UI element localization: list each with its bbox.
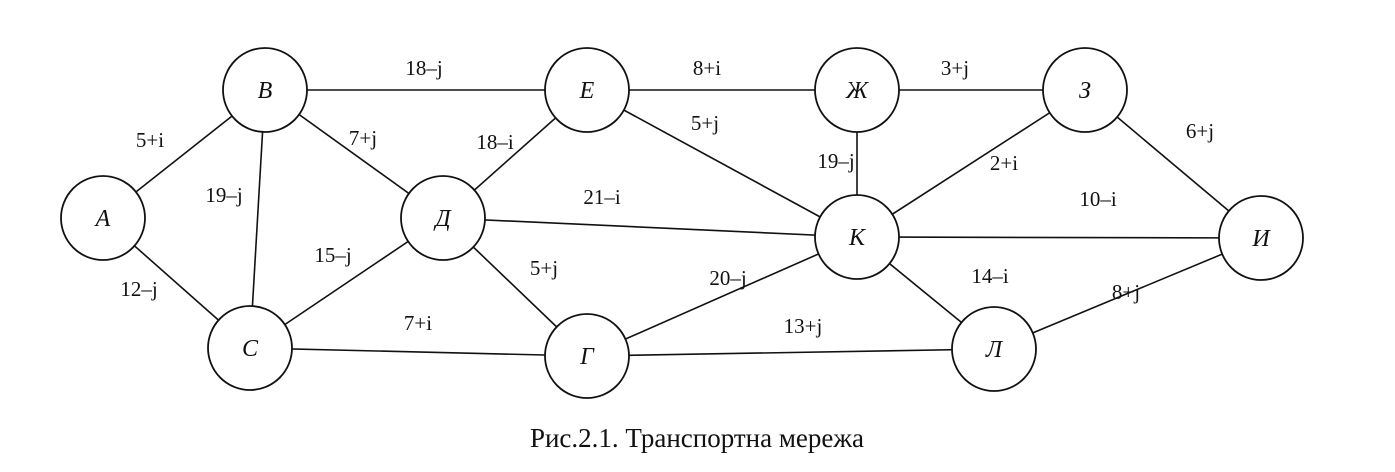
edge-g-k: [586, 236, 858, 357]
node-label: Г: [579, 344, 595, 370]
edge-label-d-g: 5+j: [530, 256, 558, 280]
node-i: И: [1218, 195, 1304, 281]
figure-caption: Рис.2.1. Транспортна мережа: [530, 423, 864, 453]
node-label: Ж: [845, 78, 869, 104]
node-circle: [60, 175, 146, 261]
edge-k-i: [856, 236, 1262, 239]
edge-label-d-k: 21–i: [583, 185, 621, 209]
edge-label-a-b: 5+i: [136, 128, 164, 152]
edge-label-b-e: 18–j: [405, 56, 442, 80]
node-circle: [1042, 47, 1128, 133]
node-g: Г: [544, 313, 630, 399]
node-circle: [222, 47, 308, 133]
node-e: E: [544, 47, 630, 133]
node-z: З: [1042, 47, 1128, 133]
edge-g-l: [586, 348, 995, 357]
node-label: E: [579, 78, 595, 104]
node-a: A: [60, 175, 146, 261]
node-label: К: [848, 225, 867, 251]
edge-label-c-g: 7+i: [404, 311, 432, 335]
edge-label-a-c: 12–j: [120, 277, 157, 301]
nodes-layer: A B C Д E Г Ж К З И Л: [60, 47, 1304, 399]
node-circle: [400, 175, 486, 261]
edge-label-e-zh: 8+i: [693, 56, 721, 80]
node-b: B: [222, 47, 308, 133]
edge-label-b-c: 19–j: [205, 183, 242, 207]
node-label: Д: [433, 206, 452, 232]
edge-label-z-k: 2+i: [990, 151, 1018, 175]
edge-label-l-i: 8+j: [1112, 280, 1140, 304]
node-label: B: [258, 78, 273, 104]
edge-label-k-l: 14–i: [971, 264, 1009, 288]
edge-label-g-l: 13+j: [784, 314, 823, 338]
edge-c-g: [249, 347, 588, 357]
node-d: Д: [400, 175, 486, 261]
node-circle: [544, 313, 630, 399]
edge-label-d-e: 18–i: [476, 130, 514, 154]
node-zh: Ж: [814, 47, 900, 133]
edge-labels-layer: 5+i 12–j 19–j 18–j 7+j 15–j 7+i 18–i 21–i 5+j 8+i 5…: [120, 56, 1214, 338]
node-circle: [207, 305, 293, 391]
node-label: Л: [985, 337, 1004, 363]
edge-b-c: [249, 89, 266, 349]
node-circle: [814, 47, 900, 133]
edge-l-i: [993, 237, 1262, 350]
node-label: C: [242, 336, 259, 362]
edge-label-k-i: 10–i: [1079, 187, 1117, 211]
node-label: A: [94, 206, 111, 232]
node-label: З: [1079, 78, 1091, 104]
edge-label-zh-k: 19–j: [817, 149, 854, 173]
node-circle: [814, 194, 900, 280]
node-k: К: [814, 194, 900, 280]
edge-label-b-d: 7+j: [349, 126, 377, 150]
edge-label-e-k: 5+j: [691, 111, 719, 135]
node-circle: [544, 47, 630, 133]
node-label: И: [1251, 226, 1271, 252]
node-c: C: [207, 305, 293, 391]
node-circle: [1218, 195, 1304, 281]
node-l: Л: [951, 306, 1037, 392]
edge-e-k: [586, 89, 858, 238]
edge-label-zh-z: 3+j: [941, 56, 969, 80]
edge-label-c-d: 15–j: [314, 243, 351, 267]
edge-z-k: [856, 89, 1086, 238]
edge-label-z-i: 6+j: [1186, 119, 1214, 143]
node-circle: [951, 306, 1037, 392]
edge-label-g-k: 20–j: [709, 266, 746, 290]
edge-d-k: [442, 217, 858, 238]
